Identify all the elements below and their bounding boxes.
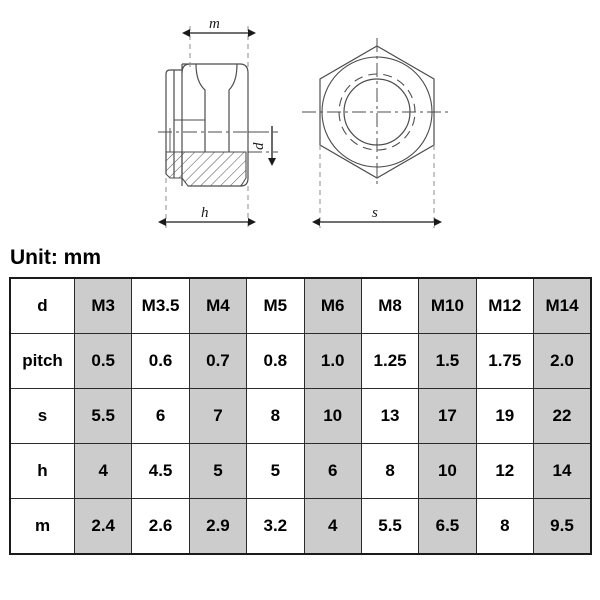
table-cell: 13 [360, 388, 420, 444]
technical-drawing-svg: m h d [158, 16, 452, 228]
table-cell: 8 [246, 388, 305, 444]
dimension-label-m: m [209, 16, 220, 32]
table-cell: 10 [303, 388, 362, 444]
table-cell: 5.5 [360, 498, 420, 555]
extension-lines-h [165, 178, 249, 228]
row-header-pitch: pitch [9, 333, 75, 389]
table-cell: 2.6 [131, 498, 190, 555]
table-cell: M3 [73, 277, 133, 334]
front-view-centerlines [302, 38, 452, 186]
row-header-m: m [9, 498, 75, 555]
table-cell: 1.25 [360, 333, 420, 389]
table-cell: M4 [188, 277, 248, 334]
table-cell: 4 [303, 498, 362, 555]
table-cell: 6 [131, 388, 190, 444]
table-cell: 14 [533, 443, 592, 499]
table-cell: 19 [475, 388, 535, 444]
table-cell: 3.2 [246, 498, 305, 555]
table-cell: 1.5 [418, 333, 477, 389]
table-cell: 0.8 [246, 333, 305, 389]
table-cell: 1.0 [303, 333, 362, 389]
table-cell: 7 [188, 388, 248, 444]
extension-lines-m [189, 26, 249, 68]
front-hexagon-view: s [302, 38, 452, 228]
table-cell: 12 [475, 443, 535, 499]
table-cell: 0.7 [188, 333, 248, 389]
dimension-label-d: d [251, 142, 267, 150]
table-cell: M10 [418, 277, 477, 334]
table-cell: 6.5 [418, 498, 477, 555]
extension-lines-s [319, 145, 435, 228]
table-cell: 2.0 [533, 333, 592, 389]
table-cell: M12 [475, 277, 535, 334]
hexagon-outline [319, 45, 435, 179]
row-header-h: h [9, 443, 75, 499]
table-cell: 17 [418, 388, 477, 444]
dimension-label-s: s [372, 205, 378, 221]
table-cell: 4.5 [131, 443, 190, 499]
table-cell: 2.9 [188, 498, 248, 555]
table-cell: 5 [246, 443, 305, 499]
nylon-collar-outline [165, 69, 182, 178]
row-header-s: s [9, 388, 75, 444]
technical-drawing: m h d [0, 0, 600, 242]
dimension-m: m [182, 16, 256, 37]
table-cell: 6 [303, 443, 362, 499]
unit-caption: Unit: mm [10, 246, 101, 269]
section-hatch-body [181, 151, 247, 187]
thread-bore-lines [169, 119, 206, 152]
dimension-d: d [248, 126, 278, 166]
table-cell: 8 [360, 443, 420, 499]
table-cell: 5.5 [73, 388, 133, 444]
table-cell: M3.5 [131, 277, 190, 334]
dimension-s: s [312, 205, 442, 226]
table-cell: M14 [533, 277, 592, 334]
side-section-view: m h d [158, 16, 278, 228]
row-header-d: d [9, 277, 75, 334]
table-cell: 22 [533, 388, 592, 444]
table-cell: 9.5 [533, 498, 592, 555]
table-cell: 2.4 [73, 498, 133, 555]
table-cell: 0.6 [131, 333, 190, 389]
table-cell: 8 [475, 498, 535, 555]
table-cell: M5 [246, 277, 305, 334]
table-cell: 0.5 [73, 333, 133, 389]
table-cell: 10 [418, 443, 477, 499]
dimension-label-h: h [201, 205, 209, 221]
table-cell: 4 [73, 443, 133, 499]
table-cell: 5 [188, 443, 248, 499]
table-cell: M6 [303, 277, 362, 334]
table-cell: M8 [360, 277, 420, 334]
dimension-h: h [158, 205, 256, 226]
table-cell: 1.75 [475, 333, 535, 389]
